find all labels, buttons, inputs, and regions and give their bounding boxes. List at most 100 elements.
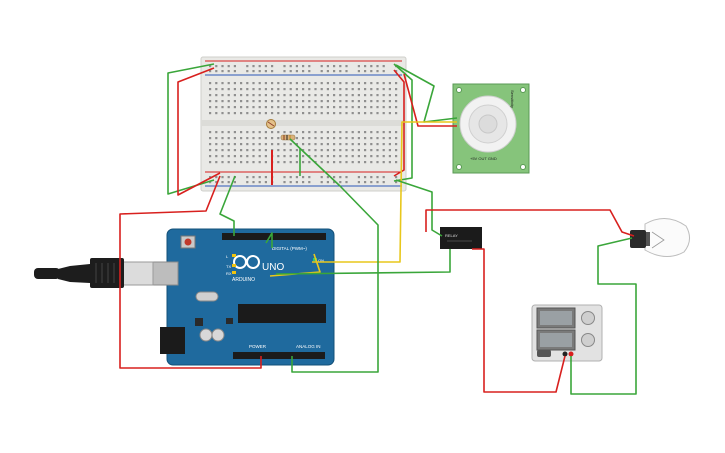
breadboard-hole: [227, 137, 230, 140]
breadboard-hole: [209, 155, 212, 158]
breadboard-hole: [357, 155, 360, 158]
wire-green-relay-arduino[interactable]: [275, 249, 451, 275]
breadboard-hole: [283, 155, 286, 158]
breadboard-hole: [283, 176, 286, 179]
wire-red-right-loop[interactable]: [393, 69, 405, 177]
breadboard-hole: [395, 155, 398, 158]
breadboard-hole: [333, 100, 336, 103]
wire-red-5v[interactable]: [119, 175, 262, 369]
digital-header[interactable]: [222, 233, 326, 240]
breadboard-hole: [277, 161, 280, 164]
arduino-board[interactable]: UNO ARDUINO DIGITAL (PWM~) POWER ANALOG …: [160, 228, 335, 366]
current-knob[interactable]: [581, 333, 595, 347]
terminal-positive[interactable]: [568, 351, 574, 357]
breadboard-hole: [215, 149, 218, 152]
breadboard-hole: [382, 100, 385, 103]
wire-yellow-pir-signal[interactable]: [312, 121, 457, 263]
power-analog-header[interactable]: [233, 352, 325, 359]
wire-red-relay-supply[interactable]: [472, 248, 566, 393]
breadboard-hole: [376, 137, 379, 140]
breadboard-hole: [345, 88, 348, 91]
breadboard-hole: [370, 131, 373, 134]
breadboard-hole: [326, 131, 329, 134]
breadboard-hole: [240, 82, 243, 85]
breadboard-hole: [339, 155, 342, 158]
wire-green-analog[interactable]: [289, 138, 379, 373]
breadboard-hole: [339, 131, 342, 134]
breadboard-hole: [333, 143, 336, 146]
breadboard-hole: [333, 161, 336, 164]
breadboard[interactable]: [200, 56, 407, 192]
breadboard-hole: [264, 88, 267, 91]
wire-red-left-loop[interactable]: [177, 67, 221, 196]
wire-green-left-loop[interactable]: [167, 63, 215, 195]
breadboard-hole: [283, 149, 286, 152]
relay-module[interactable]: RELAY: [440, 227, 482, 249]
resistor-icon[interactable]: [280, 134, 296, 141]
breadboard-hole: [227, 149, 230, 152]
wire-green-right-loop[interactable]: [393, 63, 413, 182]
breadboard-hole: [320, 155, 323, 158]
power-switch[interactable]: [537, 350, 551, 357]
wire-green-pir[interactable]: [395, 64, 458, 123]
breadboard-hole: [209, 143, 212, 146]
breadboard-hole: [283, 82, 286, 85]
breadboard-hole: [314, 106, 317, 109]
breadboard-hole: [215, 112, 218, 115]
breadboard-hole: [364, 149, 367, 152]
breadboard-hole: [364, 82, 367, 85]
breadboard-hole: [289, 181, 292, 184]
lamp-bulb-icon[interactable]: [630, 218, 690, 257]
breadboard-hole: [221, 181, 224, 184]
breadboard-hole: [227, 70, 230, 73]
voltage-knob[interactable]: [581, 311, 595, 325]
breadboard-hole: [215, 181, 218, 184]
breadboard-hole: [320, 106, 323, 109]
pir-sensor[interactable]: Sensitivity +5V OUT GND: [452, 83, 530, 174]
breadboard-hole: [339, 94, 342, 97]
breadboard-hole: [215, 176, 218, 179]
wire-red-pir[interactable]: [403, 73, 457, 127]
power-supply[interactable]: [531, 304, 603, 362]
breadboard-hole: [364, 176, 367, 179]
breadboard-hole: [326, 65, 329, 68]
breadboard-hole: [388, 131, 391, 134]
breadboard-hole: [333, 70, 336, 73]
breadboard-hole: [388, 88, 391, 91]
wire-green-gnd[interactable]: [219, 175, 236, 236]
breadboard-hole: [209, 94, 212, 97]
wire-green-supply-lamp[interactable]: [570, 237, 637, 395]
usb-plug-icon[interactable]: [34, 258, 179, 288]
terminal-negative[interactable]: [562, 351, 568, 357]
wire-green-relay-ctrl[interactable]: [395, 179, 443, 237]
breadboard-hole: [240, 100, 243, 103]
breadboard-hole: [320, 100, 323, 103]
wire-green-pin[interactable]: [265, 232, 273, 248]
breadboard-hole: [302, 176, 305, 179]
breadboard-hole: [370, 155, 373, 158]
breadboard-hole: [302, 70, 305, 73]
breadboard-hole: [326, 88, 329, 91]
breadboard-hole: [221, 155, 224, 158]
breadboard-hole: [277, 149, 280, 152]
breadboard-hole: [264, 181, 267, 184]
breadboard-hole: [246, 106, 249, 109]
breadboard-hole: [209, 131, 212, 134]
breadboard-hole: [395, 131, 398, 134]
breadboard-hole: [351, 100, 354, 103]
breadboard-hole: [246, 143, 249, 146]
breadboard-hole: [395, 149, 398, 152]
analog-label: ANALOG IN: [296, 344, 321, 349]
photoresistor-icon[interactable]: [266, 119, 276, 129]
breadboard-hole: [258, 88, 261, 91]
breadboard-hole: [351, 82, 354, 85]
breadboard-hole: [227, 106, 230, 109]
breadboard-hole: [221, 176, 224, 179]
breadboard-hole: [277, 155, 280, 158]
breadboard-hole: [376, 82, 379, 85]
wire-red-relay-lamp[interactable]: [425, 209, 635, 237]
power-jack[interactable]: [160, 327, 185, 354]
breadboard-hole: [289, 88, 292, 91]
breadboard-hole: [308, 65, 311, 68]
